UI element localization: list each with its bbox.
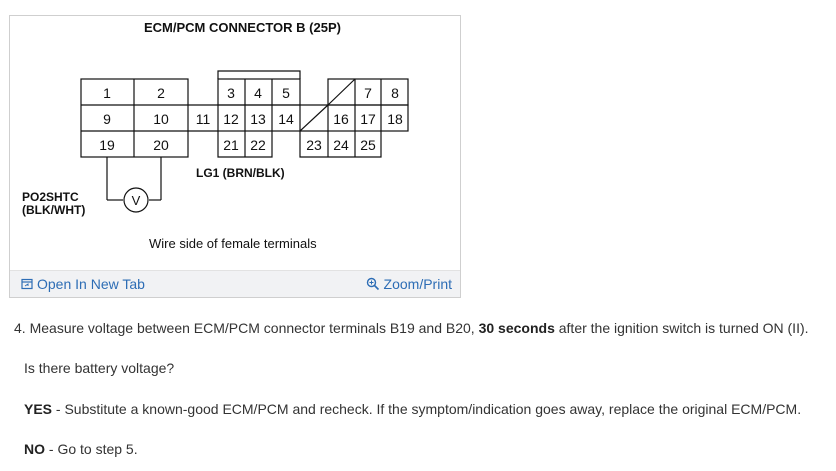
- pin-10: 10: [153, 111, 169, 127]
- pin-5: 5: [282, 85, 290, 101]
- pin-17: 17: [360, 111, 376, 127]
- voltmeter-icon: V: [123, 187, 149, 213]
- pin-13: 13: [250, 111, 266, 127]
- step-number: 4.: [14, 320, 26, 336]
- pin-21: 21: [223, 137, 239, 153]
- pin-25: 25: [360, 137, 376, 153]
- pin-4: 4: [254, 85, 262, 101]
- connector-diagram: ECM/PCM CONNECTOR B (25P): [22, 20, 409, 251]
- pin-12: 12: [223, 111, 239, 127]
- pin-14: 14: [278, 111, 294, 127]
- pin-11: 11: [196, 111, 211, 127]
- question-text: Is there battery voltage?: [24, 360, 175, 376]
- zoom-print-link[interactable]: Zoom/Print: [366, 276, 452, 292]
- svg-text:V: V: [132, 193, 141, 208]
- yes-answer: YES - Substitute a known-good ECM/PCM an…: [24, 400, 801, 418]
- pin-24: 24: [333, 137, 349, 153]
- open-new-tab-link[interactable]: Open In New Tab: [21, 276, 145, 292]
- pin-1: 1: [103, 85, 111, 101]
- pin-20: 20: [153, 137, 169, 153]
- connector-figure: ECM/PCM CONNECTOR B (25P): [9, 15, 461, 298]
- pin-2: 2: [157, 85, 165, 101]
- wire-label-po2shtc: PO2SHTC: [22, 190, 79, 204]
- step-bold-text: 30 seconds: [478, 320, 555, 336]
- yes-label: YES: [24, 401, 53, 417]
- step-4-instruction: 4. Measure voltage between ECM/PCM conne…: [14, 319, 809, 337]
- yes-text: - Substitute a known-good ECM/PCM and re…: [52, 401, 802, 417]
- pin-18: 18: [387, 111, 403, 127]
- figure-caption: Wire side of female terminals: [149, 236, 317, 251]
- voltmeter-circuit: [106, 157, 162, 201]
- wire-label-po2shtc-color: (BLK/WHT): [22, 203, 85, 217]
- step-text-after: after the ignition switch is turned ON (…: [554, 320, 809, 336]
- pin-8: 8: [391, 85, 399, 101]
- no-text: - Go to step 5.: [45, 441, 138, 457]
- open-new-tab-icon: [21, 278, 33, 290]
- pin-3: 3: [227, 85, 235, 101]
- open-new-tab-label: Open In New Tab: [37, 276, 145, 292]
- connector-right-block: [299, 78, 409, 158]
- wire-label-lg1: LG1 (BRN/BLK): [196, 166, 285, 180]
- pin-23: 23: [306, 137, 322, 153]
- connector-middle-block: [188, 70, 328, 158]
- connector-left-block: [80, 78, 189, 158]
- pin-7: 7: [364, 85, 372, 101]
- figure-footer: Open In New Tab Zoom/Print: [10, 270, 460, 297]
- no-label: NO: [24, 441, 45, 457]
- step-text-before: Measure voltage between ECM/PCM connecto…: [29, 320, 479, 336]
- zoom-print-label: Zoom/Print: [383, 276, 452, 292]
- pin-16: 16: [333, 111, 349, 127]
- pin-9: 9: [103, 111, 111, 127]
- figure-title: ECM/PCM CONNECTOR B (25P): [144, 20, 341, 35]
- pin-22: 22: [250, 137, 266, 153]
- no-answer: NO - Go to step 5.: [24, 440, 138, 458]
- pin-19: 19: [99, 137, 115, 153]
- zoom-icon: [366, 277, 379, 291]
